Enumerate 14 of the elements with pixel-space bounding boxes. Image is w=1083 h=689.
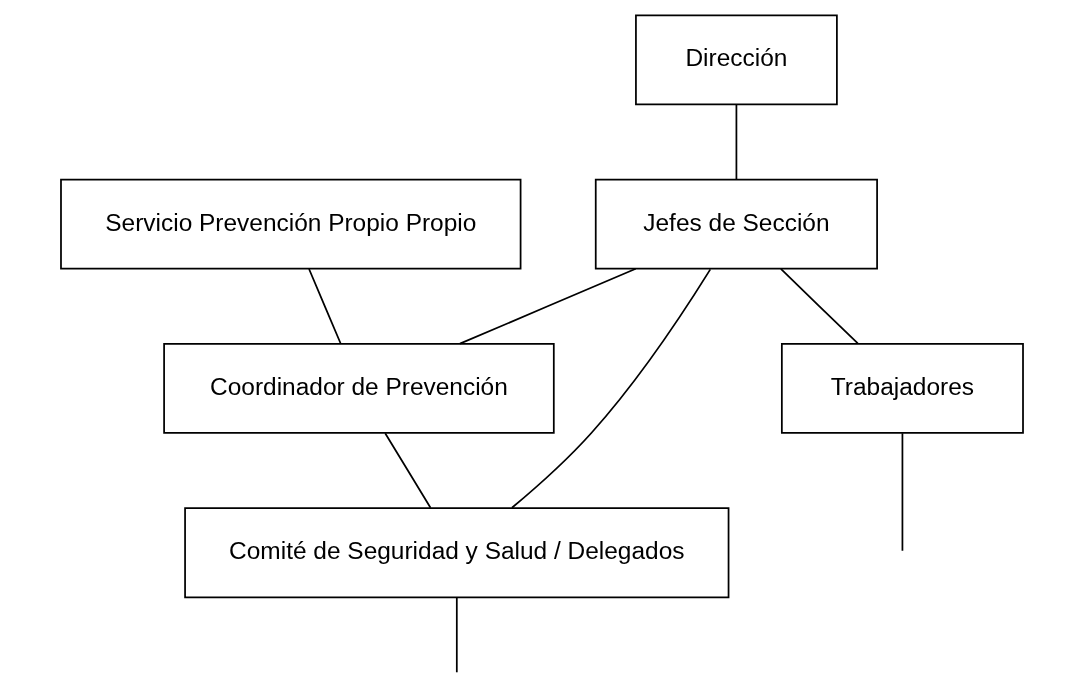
node-box: Comité de Seguridad y Salud / Delegados [183, 507, 729, 599]
connector [383, 432, 431, 509]
connector [779, 268, 859, 345]
node-box: Servicio Prevención Propio Propio [59, 178, 521, 270]
node-box: Dirección [634, 14, 838, 106]
connector [510, 268, 711, 509]
node-box: Coordinador de Prevención [162, 343, 555, 434]
connector [455, 596, 458, 674]
connector [901, 432, 903, 552]
connector [735, 103, 737, 181]
connector [458, 267, 637, 345]
connector [307, 268, 341, 345]
node-box: Trabajadores [780, 343, 1024, 434]
node-box: Jefes de Sección [594, 178, 878, 270]
